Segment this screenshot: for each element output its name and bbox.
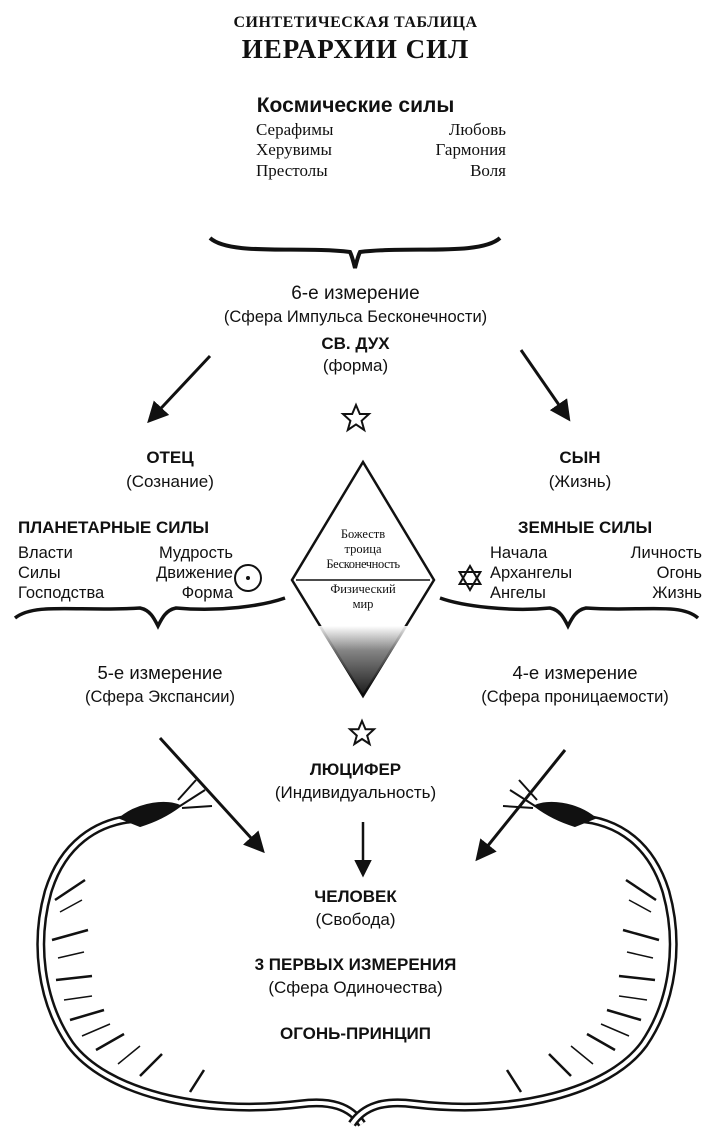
father-quality: (Сознание) bbox=[126, 472, 214, 491]
circled-dot-icon bbox=[234, 564, 262, 592]
planetary-hierarchy: Силы bbox=[18, 563, 61, 582]
fourth-dimension: 4-е измерение bbox=[512, 662, 638, 683]
planetary-row: Силы Движение bbox=[18, 564, 233, 584]
earthly-brace bbox=[439, 596, 700, 630]
diamond-line: Физический bbox=[330, 582, 396, 596]
fifth-sphere: (Сфера Экспансии) bbox=[84, 688, 235, 706]
first-three-dimensions: 3 ПЕРВЫХ ИЗМЕРЕНИЯ bbox=[254, 955, 457, 974]
arrow-to-father bbox=[147, 354, 212, 424]
earthly-row: Начала Личность bbox=[490, 544, 702, 564]
planetary-quality: Мудрость bbox=[158, 544, 233, 562]
cosmic-heading: Космические силы bbox=[256, 94, 455, 117]
planetary-hierarchy: Господства bbox=[18, 583, 105, 602]
arrow-left-to-man bbox=[158, 736, 265, 854]
fire-principle: ОГОНЬ-ПРИНЦИП bbox=[280, 1024, 431, 1043]
man-quality: (Свобода) bbox=[315, 910, 396, 929]
planetary-list: Власти Мудрость Силы Движение Господства Фо… bbox=[18, 544, 233, 603]
arrow-to-son bbox=[519, 349, 571, 422]
cosmic-quality: Воля bbox=[470, 160, 506, 180]
holy-spirit-quality: (форма) bbox=[322, 356, 389, 375]
earthly-row: Ангелы Жизнь bbox=[490, 584, 702, 604]
lucifer-name: ЛЮЦИФЕР bbox=[309, 760, 402, 779]
planetary-quality: Движение bbox=[156, 563, 233, 582]
planetary-brace bbox=[13, 596, 286, 630]
cosmic-hierarchy: Херувимы bbox=[256, 140, 332, 160]
diamond-line: Божеств bbox=[340, 527, 386, 541]
sixth-sphere: (Сфера Импульса Бесконечности) bbox=[223, 308, 488, 326]
cosmic-row: Серафимы Любовь bbox=[256, 120, 506, 140]
earthly-quality: Огонь bbox=[656, 563, 702, 582]
sixth-dimension: 6-е измерение bbox=[291, 283, 420, 304]
cosmic-row: Престолы Воля bbox=[256, 161, 506, 181]
first-three-sphere: (Сфера Одиночества) bbox=[268, 978, 443, 997]
planetary-hierarchy: Власти bbox=[18, 544, 73, 562]
diamond-top-text: Божеств троица Бесконечность bbox=[303, 527, 423, 571]
cosmic-hierarchy: Серафимы bbox=[256, 120, 334, 139]
fourth-sphere: (Сфера проницаемости) bbox=[481, 688, 669, 706]
arrow-right-to-man bbox=[475, 749, 567, 862]
lucifer-quality: (Индивидуальность) bbox=[274, 783, 437, 802]
cosmic-quality: Гармония bbox=[435, 140, 506, 160]
title-line-1: СИНТЕТИЧЕСКАЯ ТАБЛИЦА bbox=[233, 14, 478, 31]
earthly-hierarchy: Ангелы bbox=[490, 583, 546, 602]
cosmic-list: Серафимы Любовь Херувимы Гармония Престолы… bbox=[256, 120, 506, 181]
trinity-diamond bbox=[290, 459, 436, 699]
son-quality: (Жизнь) bbox=[548, 472, 612, 491]
fifth-dimension: 5-е измерение bbox=[97, 662, 223, 683]
son-name: СЫН bbox=[559, 448, 601, 467]
earthly-hierarchy: Архангелы bbox=[490, 563, 573, 582]
ouroboros-serpent bbox=[36, 779, 678, 1127]
diamond-line: Бесконечность bbox=[326, 556, 400, 571]
planetary-quality: Форма bbox=[181, 583, 233, 602]
hexagram-icon bbox=[457, 564, 483, 592]
man-name: ЧЕЛОВЕК bbox=[314, 887, 397, 906]
diamond-bottom-text: Физический мир bbox=[303, 582, 423, 612]
holy-spirit: СВ. ДУХ bbox=[321, 334, 390, 353]
diamond-line: мир bbox=[352, 596, 374, 611]
father-name: ОТЕЦ bbox=[146, 448, 194, 467]
earthly-quality: Жизнь bbox=[652, 583, 702, 602]
earthly-row: Архангелы Огонь bbox=[490, 564, 702, 584]
title-line-2: ИЕРАРХИИ СИЛ bbox=[241, 34, 470, 64]
earthly-hierarchy: Начала bbox=[490, 544, 548, 562]
earthly-list: Начала Личность Архангелы Огонь Ангелы Жизн… bbox=[490, 544, 702, 603]
cosmic-hierarchy: Престолы bbox=[256, 160, 328, 180]
cosmic-row: Херувимы Гармония bbox=[256, 140, 506, 160]
cosmic-quality: Любовь bbox=[448, 120, 506, 139]
planetary-heading: ПЛАНЕТАРНЫЕ СИЛЫ bbox=[18, 518, 210, 537]
earthly-quality: Личность bbox=[630, 544, 702, 562]
earthly-heading: ЗЕМНЫЕ СИЛЫ bbox=[517, 518, 653, 537]
diamond-line: троица bbox=[344, 541, 382, 556]
pentagram-icon bbox=[347, 718, 377, 747]
planetary-row: Господства Форма bbox=[18, 584, 233, 604]
planetary-row: Власти Мудрость bbox=[18, 544, 233, 564]
top-brace bbox=[208, 236, 502, 269]
pentagram-icon bbox=[340, 402, 372, 433]
